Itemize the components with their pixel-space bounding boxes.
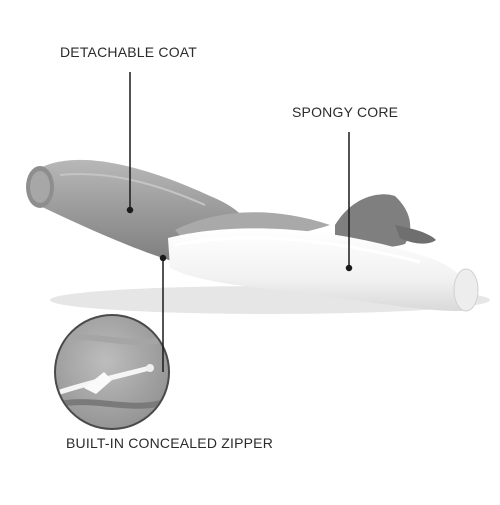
detachable-coat-label: DETACHABLE COAT — [60, 44, 198, 60]
leader-lines — [126, 72, 353, 372]
foam-core — [168, 228, 479, 312]
spongy-core-label: SPONGY CORE — [292, 104, 399, 120]
zipper-closeup — [54, 314, 170, 430]
concealed-zipper-label: BUILT-IN CONCEALED ZIPPER — [66, 435, 274, 451]
